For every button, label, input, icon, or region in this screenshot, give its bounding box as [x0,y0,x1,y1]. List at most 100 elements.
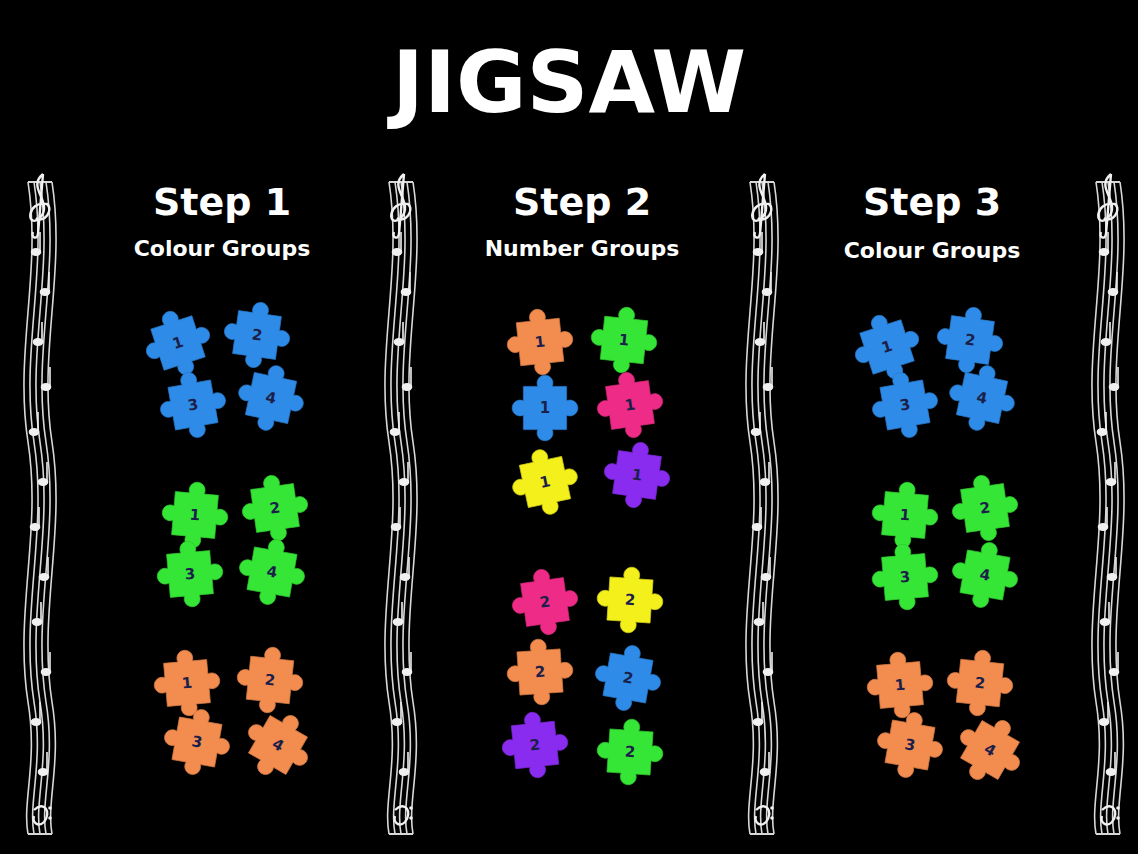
piece-number: 3 [184,566,196,582]
piece-number: 2 [624,744,635,760]
puzzle-piece: 1 [866,476,944,554]
puzzle-piece: 2 [504,561,585,642]
puzzle-shape [506,443,584,521]
piece-number: 2 [251,327,263,343]
puzzle-piece: 3 [868,703,951,786]
puzzle-piece: 1 [502,439,587,524]
puzzle-piece: 2 [234,467,315,548]
puzzle-piece: 1 [596,434,677,515]
music-staff [746,174,778,834]
puzzle-piece: 3 [863,363,946,446]
puzzle-piece: 4 [229,696,327,794]
step-heading: Step 3 [863,182,1001,224]
puzzle-piece: 2 [944,467,1025,548]
piece-number: 1 [540,401,550,416]
puzzle-shape [234,644,306,716]
piece-number: 2 [529,737,541,753]
piece-number: 2 [964,332,976,348]
step-heading: Step 2 [513,182,651,224]
puzzle-shape [869,479,940,550]
piece-number: 2 [979,500,991,516]
puzzle-piece: 1 [584,300,663,379]
puzzle-piece: 3 [866,538,944,616]
puzzle-piece: 3 [151,363,234,446]
page-title: JIGSAW [392,39,746,125]
puzzle-shape [505,637,575,707]
puzzle-piece: 2 [929,299,1010,380]
puzzle-shape [846,306,929,389]
music-staff [24,174,56,834]
music-staff [1092,174,1124,834]
puzzle-shape [151,647,222,718]
puzzle-shape [600,438,674,512]
puzzle-shape [512,375,578,441]
puzzle-piece: 1 [133,298,224,389]
puzzle-shape [945,705,1035,795]
puzzle-shape [504,306,576,378]
puzzle-shape [867,367,943,443]
puzzle-piece: 2 [495,705,574,784]
puzzle-piece: 2 [216,294,297,375]
puzzle-shape [238,471,312,545]
piece-number: 3 [899,569,911,585]
puzzle-shape [159,479,230,550]
puzzle-piece: 4 [939,355,1024,440]
puzzle-piece: 4 [943,533,1026,616]
puzzle-shape [499,709,571,781]
piece-number: 1 [631,467,643,483]
puzzle-shape [933,303,1007,377]
piece-number: 1 [618,332,630,348]
piece-number: 1 [894,677,906,693]
piece-number: 2 [534,664,545,680]
puzzle-piece: 1 [861,646,939,724]
music-staff [385,174,417,834]
puzzle-piece: 2 [230,640,309,719]
puzzle-shape [944,647,1016,719]
puzzle-piece: 2 [592,562,669,639]
puzzle-shape [947,537,1023,613]
puzzle-shape [234,534,310,610]
piece-number: 1 [899,507,911,523]
puzzle-piece: 2 [502,634,579,711]
puzzle-piece: 1 [156,476,234,554]
group-type: Number Groups [485,237,680,261]
group-type: Colour Groups [844,239,1021,263]
puzzle-shape [595,565,665,635]
puzzle-piece: 1 [589,364,670,445]
puzzle-piece: 4 [228,355,313,440]
puzzle-piece: 1 [500,302,579,381]
puzzle-piece: 3 [155,700,238,783]
puzzle-shape [233,700,323,790]
piece-number: 2 [269,500,281,516]
puzzle-shape [948,471,1022,545]
puzzle-shape [232,359,310,437]
puzzle-shape [943,359,1021,437]
puzzle-piece: 4 [230,530,313,613]
puzzle-piece: 1 [148,644,226,722]
step-heading: Step 1 [153,182,291,224]
puzzle-shape [137,302,220,385]
piece-number: 2 [264,672,276,688]
puzzle-piece: 2 [940,643,1019,722]
puzzle-shape [593,368,667,442]
group-type: Colour Groups [134,237,311,261]
puzzle-piece: 2 [592,714,669,791]
puzzle-piece: 2 [586,636,669,719]
puzzle-shape [588,304,660,376]
piece-number: 2 [624,592,635,608]
piece-number: 2 [539,594,551,610]
piece-number: 1 [624,397,636,413]
puzzle-shape [872,707,948,783]
puzzle-piece: 4 [941,701,1039,799]
puzzle-shape [220,298,294,372]
puzzle-piece: 1 [509,372,581,444]
puzzle-piece: 3 [151,535,229,613]
puzzle-shape [155,367,231,443]
piece-number: 1 [189,507,201,523]
piece-number: 1 [534,334,546,350]
piece-number: 2 [974,675,986,691]
puzzle-shape [159,704,235,780]
puzzle-piece: 1 [842,302,933,393]
puzzle-shape [595,717,665,787]
